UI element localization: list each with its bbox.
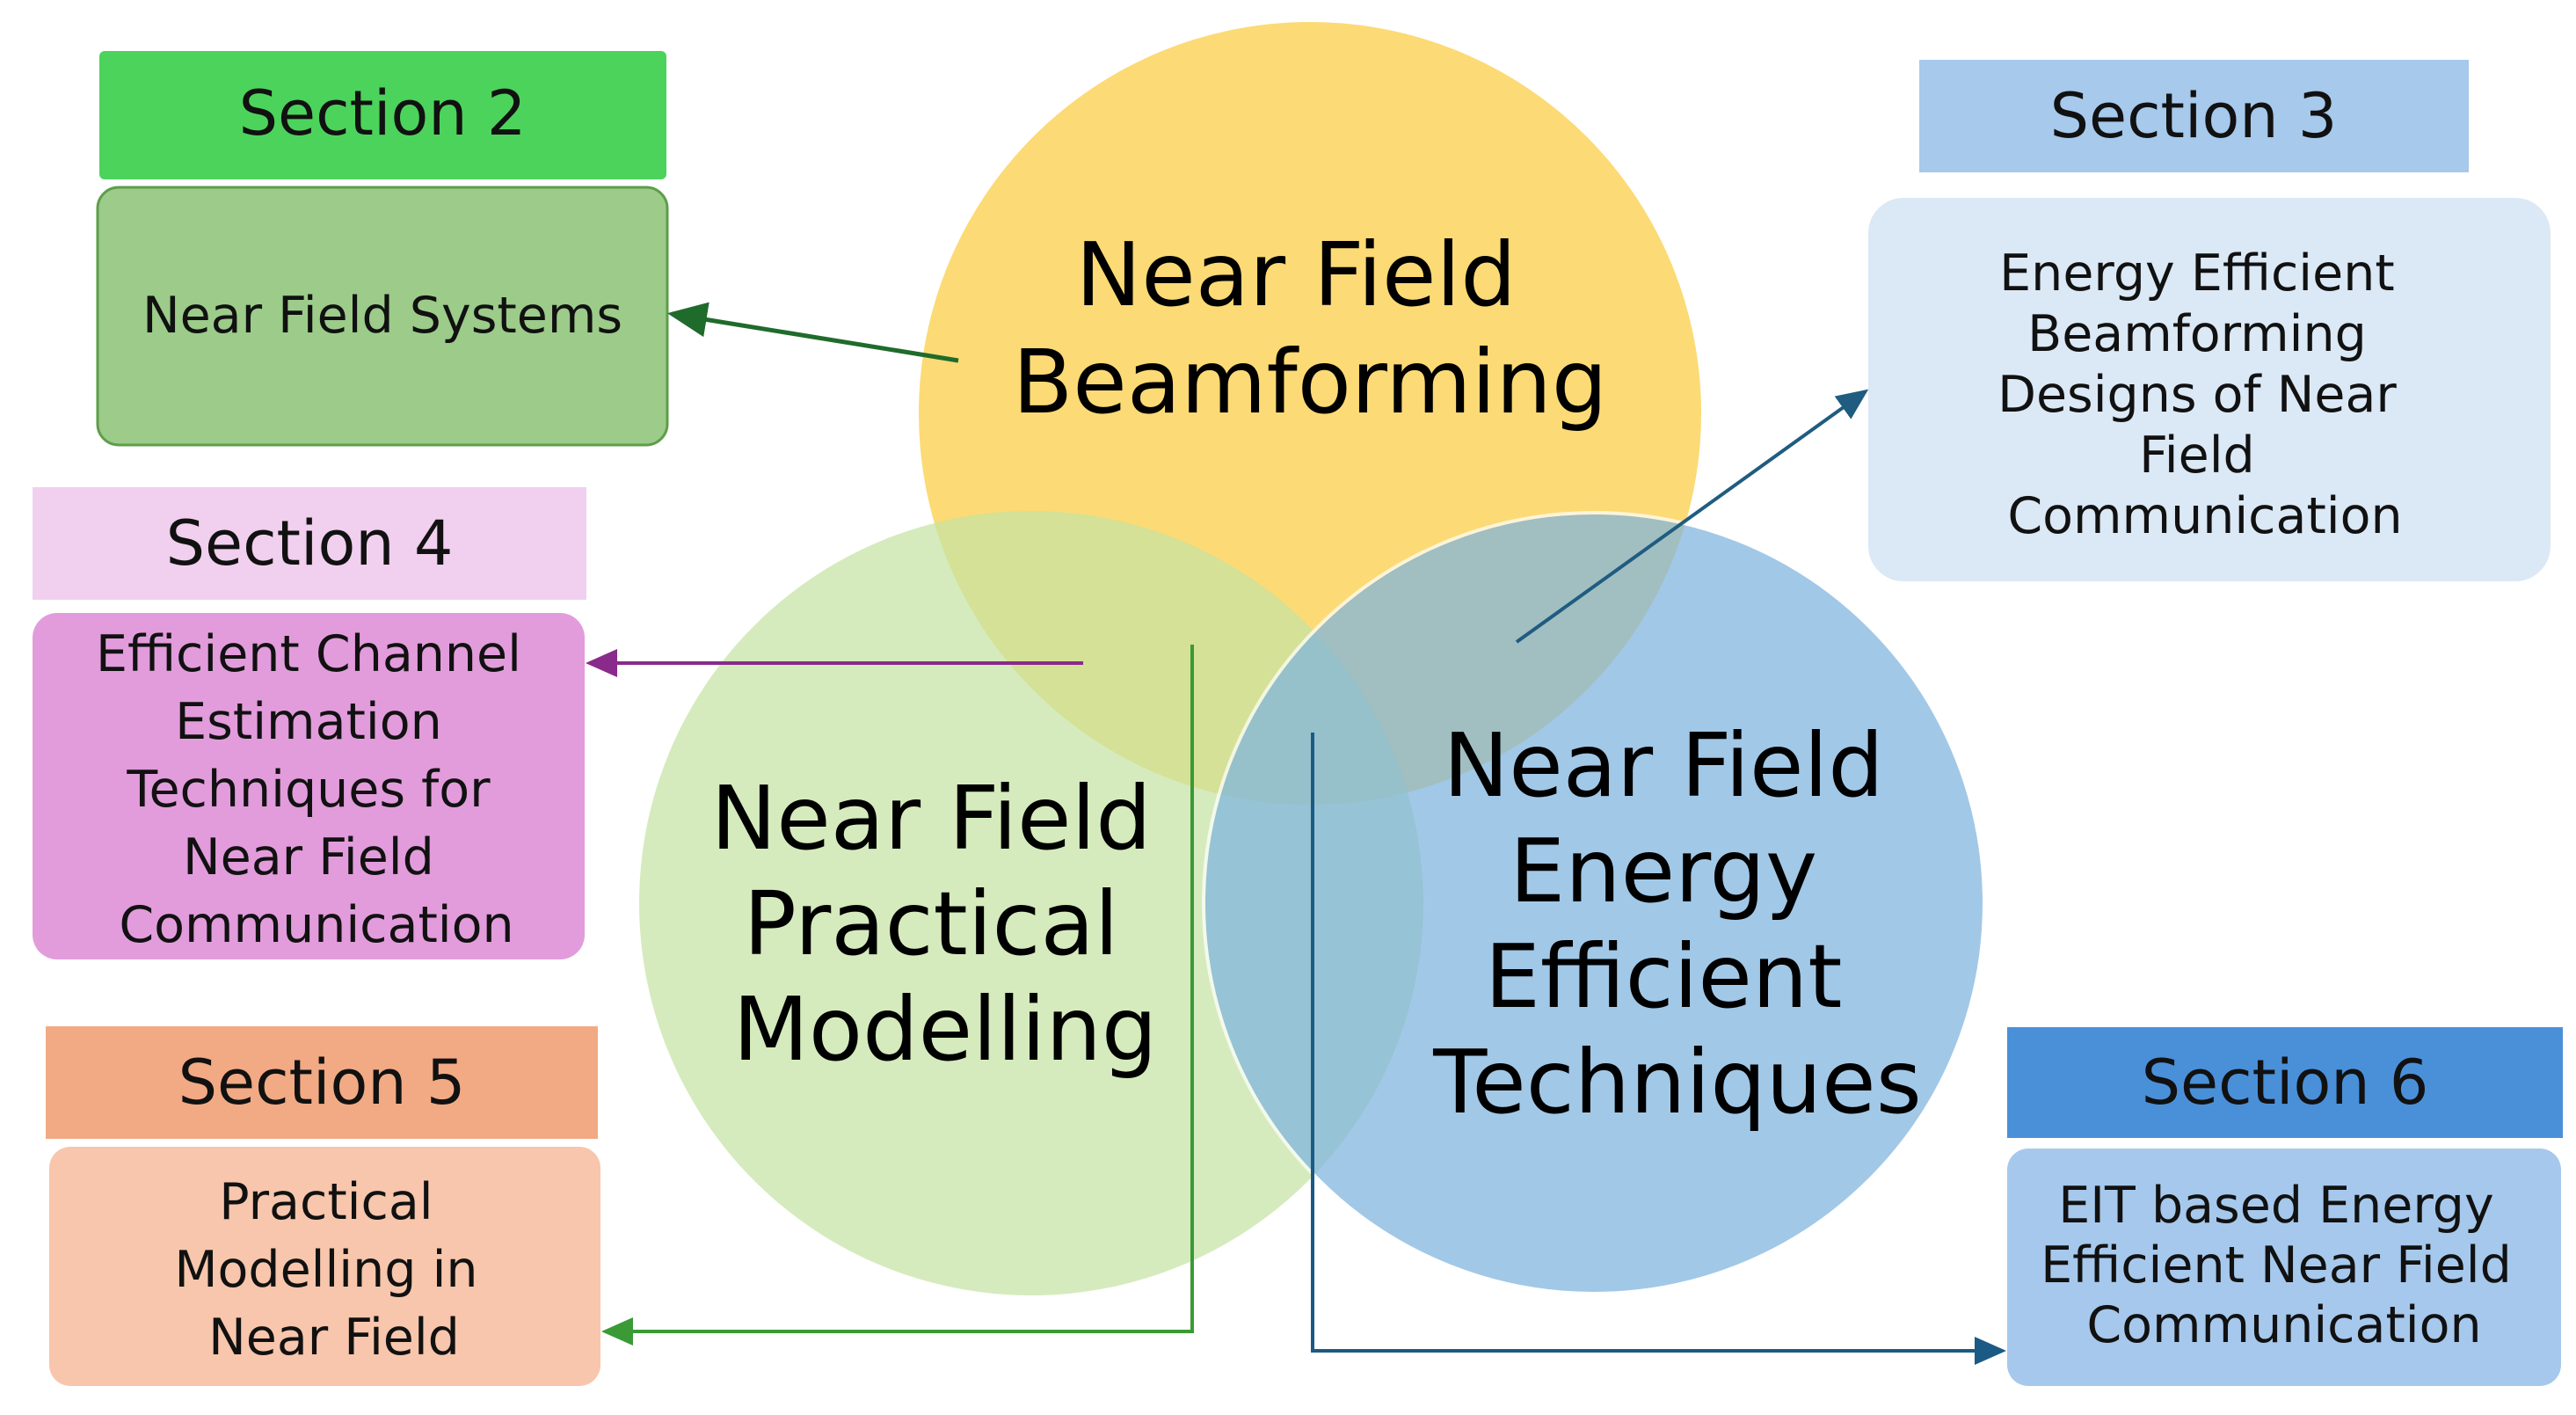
section-3-line-1: Energy Efficient <box>1999 244 2395 303</box>
beamforming-label: Near Field Beamforming <box>1013 223 1608 434</box>
section-3-line-4: Field <box>2139 427 2255 485</box>
section-2-title: Section 2 <box>239 77 527 150</box>
section-5-group: Section 5 Practical Modelling in Near Fi… <box>46 1026 600 1386</box>
arrow-to-section-2 <box>667 302 959 363</box>
venn-left-line-2: Practical <box>744 872 1119 975</box>
venn-top-line-1: Near Field <box>1075 223 1516 326</box>
practical-modelling-label: Near Field Practical Modelling <box>710 767 1179 1081</box>
section-2-line-1: Near Field Systems <box>142 287 622 345</box>
section-4-line-4: Near Field <box>183 828 434 886</box>
section-3-line-2: Beamforming <box>2027 305 2367 363</box>
section-3-body: Energy Efficient Beamforming Designs of … <box>1997 244 2412 545</box>
practical-modelling-circle <box>639 511 1423 1295</box>
section-2-body: Near Field Systems <box>142 287 622 345</box>
venn-top-line-2: Beamforming <box>1013 331 1608 434</box>
section-2-header <box>99 51 666 179</box>
section-3-header <box>1919 60 2469 172</box>
section-4-line-5: Communication <box>119 896 513 954</box>
venn-right-line-3: Efficient <box>1485 925 1843 1028</box>
section-5-body: Practical Modelling in Near Field <box>174 1173 493 1367</box>
arrow-to-section-3 <box>1515 389 1869 644</box>
section-5-line-2: Modelling in <box>174 1241 477 1299</box>
section-5-line-3: Near Field <box>208 1309 460 1367</box>
section-6-body: EIT based Energy Efficient Near Field Co… <box>2041 1177 2528 1354</box>
section-4-line-1: Efficient Channel <box>96 625 521 683</box>
section-4-title: Section 4 <box>166 507 454 580</box>
section-4-body: Efficient Channel Estimation Techniques … <box>96 625 537 954</box>
section-5-box <box>49 1147 600 1386</box>
section-5-header <box>46 1026 598 1139</box>
section-6-header <box>2007 1027 2563 1138</box>
section-4-line-3: Techniques for <box>126 761 491 819</box>
section-4-line-2: Estimation <box>175 693 442 751</box>
energy-efficient-label: Near Field Energy Efficient Techniques <box>1432 714 1922 1134</box>
section-6-line-2: Efficient Near Field <box>2041 1236 2512 1295</box>
venn-left-line-1: Near Field <box>710 767 1151 870</box>
section-5-line-1: Practical <box>219 1173 433 1231</box>
section-3-title: Section 3 <box>2050 80 2338 152</box>
section-3-box <box>1868 198 2551 581</box>
section-5-title: Section 5 <box>178 1047 466 1119</box>
section-2-group: Section 2 Near Field Systems <box>96 51 669 447</box>
section-4-box <box>33 613 585 959</box>
arrow-to-section-6 <box>1311 733 2006 1365</box>
section-3-group: Section 3 Energy Efficient Beamforming D… <box>1868 60 2551 581</box>
venn-left-line-3: Modelling <box>733 978 1158 1081</box>
section-2-box <box>96 186 669 447</box>
section-6-group: Section 6 EIT based Energy Efficient Nea… <box>2007 1027 2563 1386</box>
section-3-line-5: Communication <box>2007 487 2402 545</box>
section-6-line-3: Communication <box>2086 1296 2481 1354</box>
energy-efficient-circle <box>1202 511 1986 1295</box>
venn-right-line-4: Techniques <box>1432 1031 1922 1134</box>
venn-right-line-1: Near Field <box>1443 714 1883 817</box>
section-3-line-3: Designs of Near <box>1997 366 2397 424</box>
section-6-box <box>2007 1149 2561 1386</box>
venn-right-line-2: Energy <box>1510 820 1817 923</box>
section-6-line-1: EIT based Energy <box>2058 1177 2494 1235</box>
section-4-header <box>33 487 586 600</box>
section-4-group: Section 4 Efficient Channel Estimation T… <box>33 487 586 959</box>
arrow-to-section-5 <box>601 645 1194 1346</box>
section-6-title: Section 6 <box>2142 1047 2429 1119</box>
